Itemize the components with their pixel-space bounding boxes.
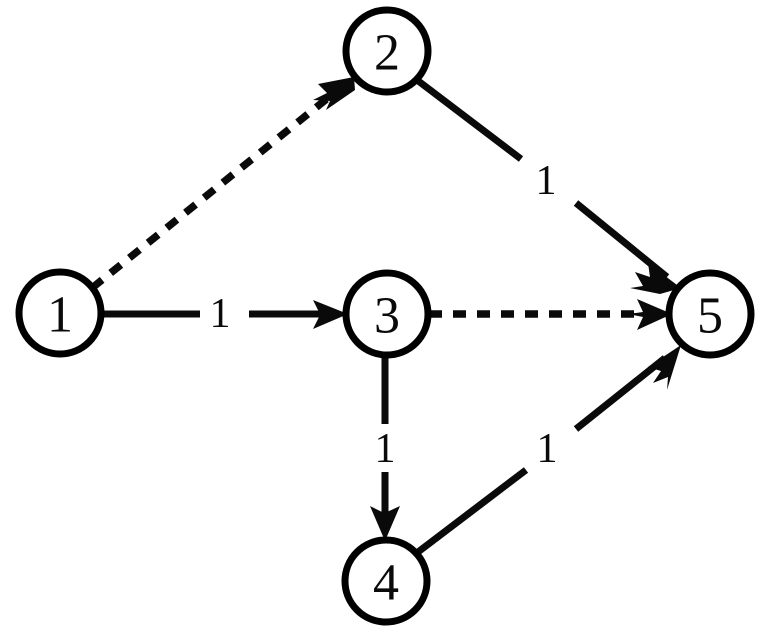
edge-3-to-4[interactable]: 1 [370, 356, 400, 541]
edge-1-to-2-line [89, 82, 347, 291]
node-5-label: 5 [697, 288, 723, 345]
edge-3-to-4-weight: 1 [375, 426, 396, 472]
edge-2-to-5[interactable]: 1 [414, 77, 681, 294]
edge-1-to-3-arrowhead [304, 300, 348, 329]
node-4-circle [341, 536, 431, 626]
edge-4-to-5-arrowhead [648, 345, 681, 390]
node-4-label: 4 [373, 555, 399, 612]
node-4[interactable]: 4 [341, 536, 431, 626]
edge-2-to-5-segment-a [414, 77, 524, 162]
node-5-circle [665, 269, 755, 359]
node-1-circle [15, 268, 105, 358]
node-5[interactable]: 5 [665, 269, 755, 359]
edge-3-to-4-arrowhead [370, 497, 400, 541]
node-3-label: 3 [374, 288, 400, 345]
edge-4-to-5-segment-b [573, 355, 668, 432]
edge-4-to-5[interactable]: 1 [415, 345, 681, 555]
edge-1-to-2[interactable] [89, 77, 355, 291]
node-1-label: 1 [47, 287, 73, 344]
node-3-circle [342, 269, 432, 359]
node-2-label: 2 [374, 25, 400, 82]
node-2[interactable]: 2 [342, 6, 432, 96]
edge-3-to-5[interactable] [429, 299, 672, 330]
node-2-circle [342, 6, 432, 96]
edge-1-to-2-arrowhead [313, 77, 355, 110]
edge-2-to-5-weight: 1 [536, 158, 557, 204]
edge-4-to-5-segment-a [415, 467, 529, 555]
edge-2-to-5-arrowhead [630, 263, 681, 294]
edge-1-to-3-weight: 1 [210, 291, 231, 337]
node-1[interactable]: 1 [15, 268, 105, 358]
edge-3-to-5-arrowhead [628, 299, 672, 330]
edge-2-to-5-segment-b [573, 200, 670, 280]
edge-layer: 1 1 1 [89, 77, 681, 555]
edge-4-to-5-weight: 1 [537, 426, 558, 472]
edge-1-to-3[interactable]: 1 [101, 291, 348, 337]
node-layer: 1 2 3 4 5 [15, 6, 755, 626]
node-3[interactable]: 3 [342, 269, 432, 359]
